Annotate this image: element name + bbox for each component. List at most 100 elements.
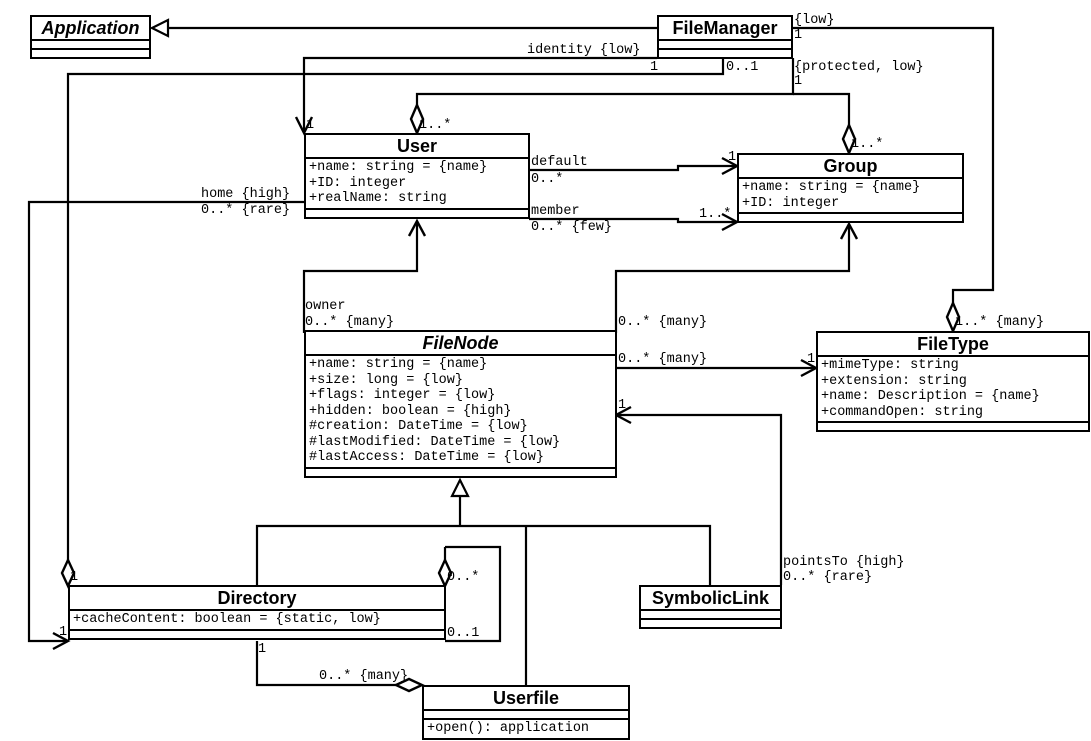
label-sl-points-role: pointsTo {high} [783,555,905,570]
generalization-subclasses-filenode [255,477,712,685]
label-fm-dir-mult: 0..1 [726,60,759,75]
attributes-compartment: +cacheContent: boolean = {static, low} [70,611,444,631]
attribute: +realName: string [309,191,447,206]
attributes-compartment: +name: string = {name}+ID: integer+realN… [306,159,528,210]
operations-compartment [306,210,528,217]
assoc-filenode-user-owner [302,218,427,333]
label-fm-identity-mult: 1 [650,60,659,75]
label-fm-protected-mult: 1 [794,74,803,89]
operations-compartment [818,423,1088,430]
operations-compartment [739,214,962,221]
attribute: +commandOpen: string [821,404,984,420]
assoc-filenode-group [614,221,859,333]
assoc-user-directory-home [27,200,304,651]
label-user-member-mult: 0..* {few} [531,220,613,235]
nav-arrowhead [52,631,71,651]
label-group-agg-mult: 1..* [851,137,884,152]
attribute: +extension: string [821,373,967,389]
label-group-default-mult: 1 [728,150,737,165]
label-fm-low-mult: 1 [794,28,803,43]
assoc-directory-self [437,545,502,643]
operations-compartment [70,631,444,638]
class-filenode[interactable]: FileNode +name: string = {name}+size: lo… [304,330,617,478]
label-user-home-role: home {high} [201,187,291,202]
label-user-default-mult: 0..* [531,172,564,187]
label-user-top-mult: 1 [306,118,315,133]
attribute: +hidden: boolean = {high} [309,403,512,419]
class-group[interactable]: Group +name: string = {name}+ID: integer [737,153,964,223]
class-name: Directory [70,587,444,611]
label-user-agg-mult: 1..* [419,118,452,133]
generalization-filemanager-application [149,18,657,38]
class-symboliclink[interactable]: SymbolicLink [639,585,782,629]
class-filemanager[interactable]: FileManager [657,15,793,59]
assoc-filemanager-user-identity [294,56,657,136]
class-name: FileManager [659,17,791,41]
operations-compartment: +open(): application [424,720,628,738]
label-fn-group-mult: 0..* {many} [618,315,708,330]
label-dir-fm-mult: 1 [70,570,79,585]
label-sl-points-mult: 0..* {rare} [783,570,873,585]
class-directory[interactable]: Directory +cacheContent: boolean = {stat… [68,585,446,640]
assoc-filemanager-filetype [793,26,995,335]
generalization-arrowhead [450,477,470,498]
class-userfile[interactable]: Userfile +open(): application [422,685,630,740]
label-fm-low: {low} [794,13,835,28]
attribute: +flags: integer = {low} [309,388,496,403]
operations-compartment [32,50,149,57]
attributes-compartment: +mimeType: string+extension: string+name… [818,357,1088,423]
assoc-filemanager-user-group [409,58,857,157]
operations-compartment [306,469,615,476]
attributes-compartment [424,711,628,720]
attribute: +name: Description = {name} [821,389,1040,404]
label-user-default-role: default [531,155,588,170]
attribute: +cacheContent: boolean = {static, low} [73,612,381,627]
class-filetype[interactable]: FileType +mimeType: string+extension: st… [816,331,1090,432]
attribute: +name: string = {name} [309,160,488,175]
attribute: #lastAccess: DateTime = {low} [309,450,544,465]
label-user-home-mult: 0..* {rare} [201,203,291,218]
attribute: +name: string = {name} [742,180,921,195]
assoc-symboliclink-filenode-pointsto [613,405,783,585]
class-name: Userfile [424,687,628,711]
label-fm-protected: {protected, low} [794,60,924,75]
label-ft-mult: 1 [807,352,816,367]
label-dir-self-many: 0..* [447,570,480,585]
label-user-member-role: member [531,204,580,219]
attribute: +ID: integer [309,175,407,191]
nav-arrowhead [407,218,427,237]
class-name: Group [739,155,962,179]
label-fn-points-mult: 1 [618,398,627,413]
generalization-arrowhead [149,18,170,38]
attributes-compartment [659,41,791,50]
class-name: FileNode [306,332,615,356]
label-fn-owner-mult: 0..* {many} [305,315,395,330]
class-name: FileType [818,333,1088,357]
label-fn-owner-role: owner [305,299,346,314]
operation: +open(): application [427,721,590,736]
label-fn-type-mult: 0..* {many} [618,352,708,367]
attributes-compartment [32,41,149,50]
attribute: +ID: integer [742,195,840,211]
class-name: Application [32,17,149,41]
attribute: #creation: DateTime = {low} [309,419,528,434]
assoc-filemanager-directory [60,58,725,589]
label-ft-agg-mult: 1..* {many} [955,315,1045,330]
attributes-compartment: +name: string = {name}+ID: integer [739,179,962,214]
label-dir-userfile-mult: 1 [258,642,267,657]
label-group-member-mult: 1..* [699,207,732,222]
class-name: SymbolicLink [641,587,780,611]
label-fm-identity: identity {low} [527,43,641,58]
class-name: User [306,135,528,159]
attribute: #lastModified: DateTime = {low} [309,434,561,450]
attribute: +mimeType: string [821,358,959,373]
attributes-compartment [641,611,780,620]
attributes-compartment: +name: string = {name}+size: long = {low… [306,356,615,469]
operations-compartment [659,50,791,57]
attribute: +size: long = {low} [309,372,463,388]
class-application[interactable]: Application [30,15,151,59]
label-dir-self-one: 0..1 [447,626,480,641]
class-user[interactable]: User +name: string = {name}+ID: integer+… [304,133,530,219]
label-userfile-dir-mult: 0..* {many} [319,669,409,684]
